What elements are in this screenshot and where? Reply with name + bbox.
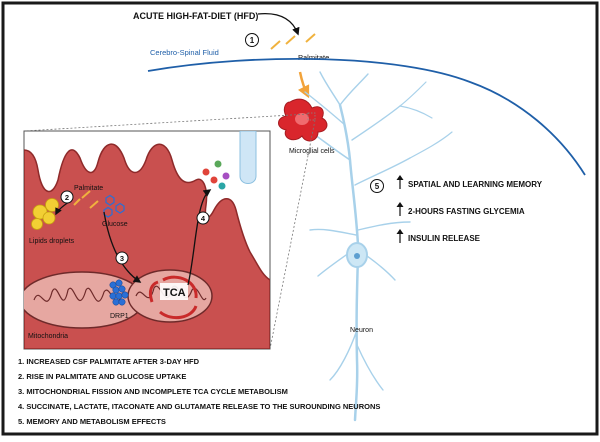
up-arrow-icon (396, 175, 404, 189)
csf-label: Cerebro-Spinal Fluid (150, 48, 219, 57)
inset-palmitate-label: Palmitate (74, 185, 103, 192)
step3-number: 3 (120, 254, 124, 263)
step2-badge (60, 190, 74, 204)
mitochondria-label: Mitochondria (28, 333, 68, 340)
effect-item: 2-HOURS FASTING GLYCEMIA (408, 207, 525, 216)
microglia-cell (278, 98, 328, 142)
step1-number: 1 (250, 36, 255, 45)
neuron-cell (304, 71, 453, 422)
legend-item: 4. SUCCINATE, LACTATE, ITACONATE AND GLU… (18, 402, 380, 411)
palmitate-molecules-inset (73, 190, 99, 209)
csf-line (147, 57, 586, 176)
hfd-title: ACUTE HIGH-FAT-DIET (HFD) (133, 11, 258, 21)
zoom-line-bottom (269, 119, 316, 350)
zoom-line-top (23, 113, 309, 132)
palmitate-label-top: Palmitate (298, 53, 329, 62)
step3-badge (115, 251, 129, 265)
tca-label: TCA (163, 287, 186, 299)
step4-badge (196, 211, 210, 225)
microglia-label: Microglial cells (289, 148, 335, 155)
legend-item: 5. MEMORY AND METABOLISM EFFECTS (18, 417, 166, 426)
lipid-droplets (31, 198, 59, 230)
effect-item: SPATIAL AND LEARNING MEMORY (408, 180, 543, 189)
legend-item: 1. INCREASED CSF PALMITATE AFTER 3-DAY H… (18, 357, 200, 366)
effect-item: INSULIN RELEASE (408, 234, 481, 243)
step2-number: 2 (65, 193, 69, 202)
step4-arrow (187, 189, 212, 286)
step5-badge (370, 179, 384, 193)
neuron-terminal (239, 131, 257, 184)
drp1-cluster (109, 279, 129, 306)
neuron-label: Neuron (350, 327, 373, 334)
inset-panel: TCA (23, 130, 271, 350)
lipids-droplets-label: Lipids droplets (29, 238, 75, 245)
up-arrow-icon (396, 202, 404, 216)
effects-panel: 5 SPATIAL AND LEARNING MEMORY 2-HOURS FA… (370, 175, 543, 243)
palmitate-molecules (270, 33, 316, 50)
up-arrow-icon (396, 229, 404, 243)
released-metabolites (202, 160, 230, 190)
glucose-label: Glucose (102, 221, 128, 228)
hfd-arrow (257, 12, 300, 36)
step5-number: 5 (375, 182, 380, 191)
legend: 1. INCREASED CSF PALMITATE AFTER 3-DAY H… (18, 357, 380, 426)
legend-item: 2. RISE IN PALMITATE AND GLUCOSE UPTAKE (18, 372, 186, 381)
step1-badge (245, 33, 259, 47)
step4-number: 4 (201, 214, 206, 223)
legend-item: 3. MITOCHONDRIAL FISSION AND INCOMPLETE … (18, 387, 288, 396)
drp1-label: DRP1 (110, 313, 129, 320)
